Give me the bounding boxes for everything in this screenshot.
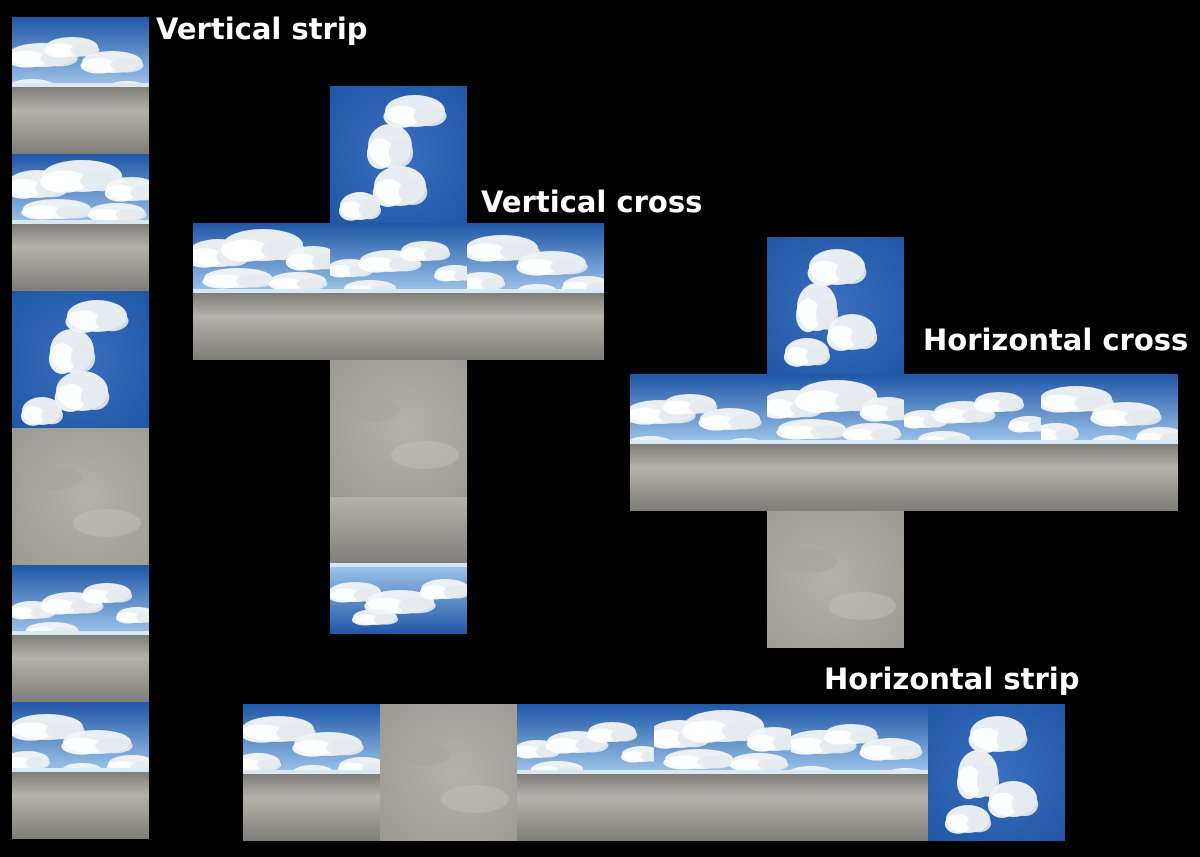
- vertical-strip-label: Vertical strip: [156, 12, 368, 46]
- vertical-cross-face-left: [193, 223, 330, 360]
- vertical-cross-face-down: [330, 360, 467, 497]
- vertical-cross-face-right: [467, 223, 604, 360]
- vertical-cross-face-up: [330, 86, 467, 223]
- horizontal-cross-face-down: [767, 511, 904, 648]
- vertical-strip-face-5: [12, 565, 149, 702]
- vertical-cross-label: Vertical cross: [481, 185, 703, 219]
- horizontal-cross-face-back: [1041, 374, 1178, 511]
- vertical-cross-face-back: [330, 497, 467, 634]
- horizontal-cross-face-up: [767, 237, 904, 374]
- horizontal-strip-face-3: [517, 704, 654, 841]
- horizontal-strip-face-5: [791, 704, 928, 841]
- horizontal-cross-face-left: [630, 374, 767, 511]
- horizontal-strip-face-4: [654, 704, 791, 841]
- vertical-strip-face-6: [12, 702, 149, 839]
- horizontal-strip-face-1: [243, 704, 380, 841]
- vertical-strip-face-2: [12, 154, 149, 291]
- horizontal-cross-face-right: [904, 374, 1041, 511]
- vertical-cross-face-front: [330, 223, 467, 360]
- horizontal-strip-label: Horizontal strip: [824, 662, 1080, 696]
- horizontal-strip-face-2: [380, 704, 517, 841]
- horizontal-cross-face-front: [767, 374, 904, 511]
- horizontal-cross-label: Horizontal cross: [923, 323, 1189, 357]
- vertical-strip-face-3: [12, 291, 149, 428]
- vertical-strip-face-4: [12, 428, 149, 565]
- vertical-strip-face-1: [12, 17, 149, 154]
- horizontal-strip-face-6: [928, 704, 1065, 841]
